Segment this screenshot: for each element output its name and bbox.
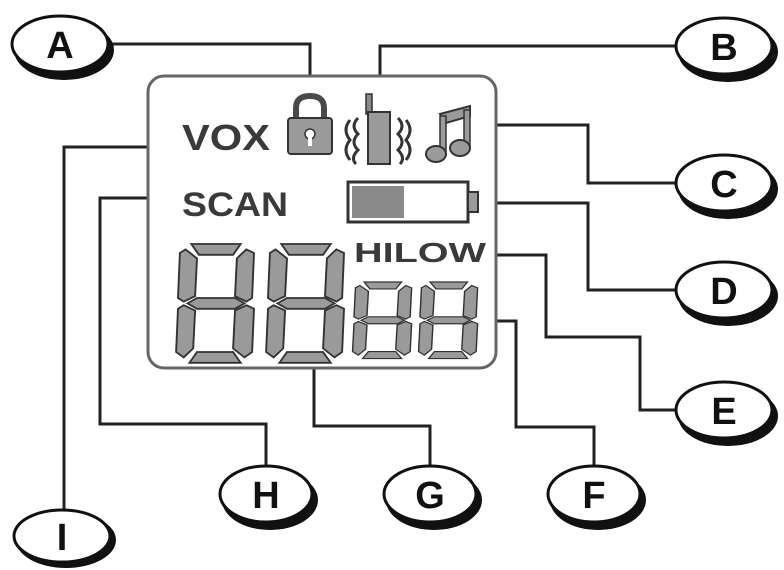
- leader-h: [98, 196, 268, 480]
- leader-c: [478, 123, 680, 185]
- svg-text:A: A: [46, 25, 73, 67]
- callout-d: D: [674, 260, 778, 326]
- scan-label: SCAN: [182, 186, 288, 224]
- leader-f: [484, 319, 596, 480]
- callout-c: C: [674, 153, 778, 219]
- svg-text:E: E: [711, 391, 736, 433]
- callout-i: I: [12, 508, 116, 568]
- leader-lines: [62, 42, 680, 514]
- svg-text:H: H: [252, 475, 279, 517]
- lock-icon: [287, 92, 333, 155]
- callout-h: H: [218, 464, 318, 530]
- svg-text:B: B: [710, 27, 737, 69]
- transmit-icon: [344, 93, 412, 166]
- hilow-label: HILOW: [354, 237, 487, 268]
- leader-g: [312, 364, 432, 480]
- callout-e: E: [674, 380, 778, 446]
- leader-d: [478, 201, 680, 292]
- callout-f: F: [546, 464, 646, 530]
- callout-g: G: [382, 464, 482, 530]
- vox-label: VOX: [182, 117, 270, 158]
- svg-text:G: G: [415, 475, 445, 517]
- svg-text:C: C: [710, 164, 737, 206]
- leader-e: [496, 253, 680, 412]
- battery-icon: [346, 180, 479, 224]
- svg-text:I: I: [57, 517, 68, 559]
- callout-b: B: [674, 16, 778, 82]
- svg-text:D: D: [710, 271, 737, 313]
- callout-a: A: [10, 14, 114, 80]
- music-note-icon: [425, 104, 471, 163]
- svg-text:F: F: [582, 475, 605, 517]
- leader-i: [62, 145, 176, 514]
